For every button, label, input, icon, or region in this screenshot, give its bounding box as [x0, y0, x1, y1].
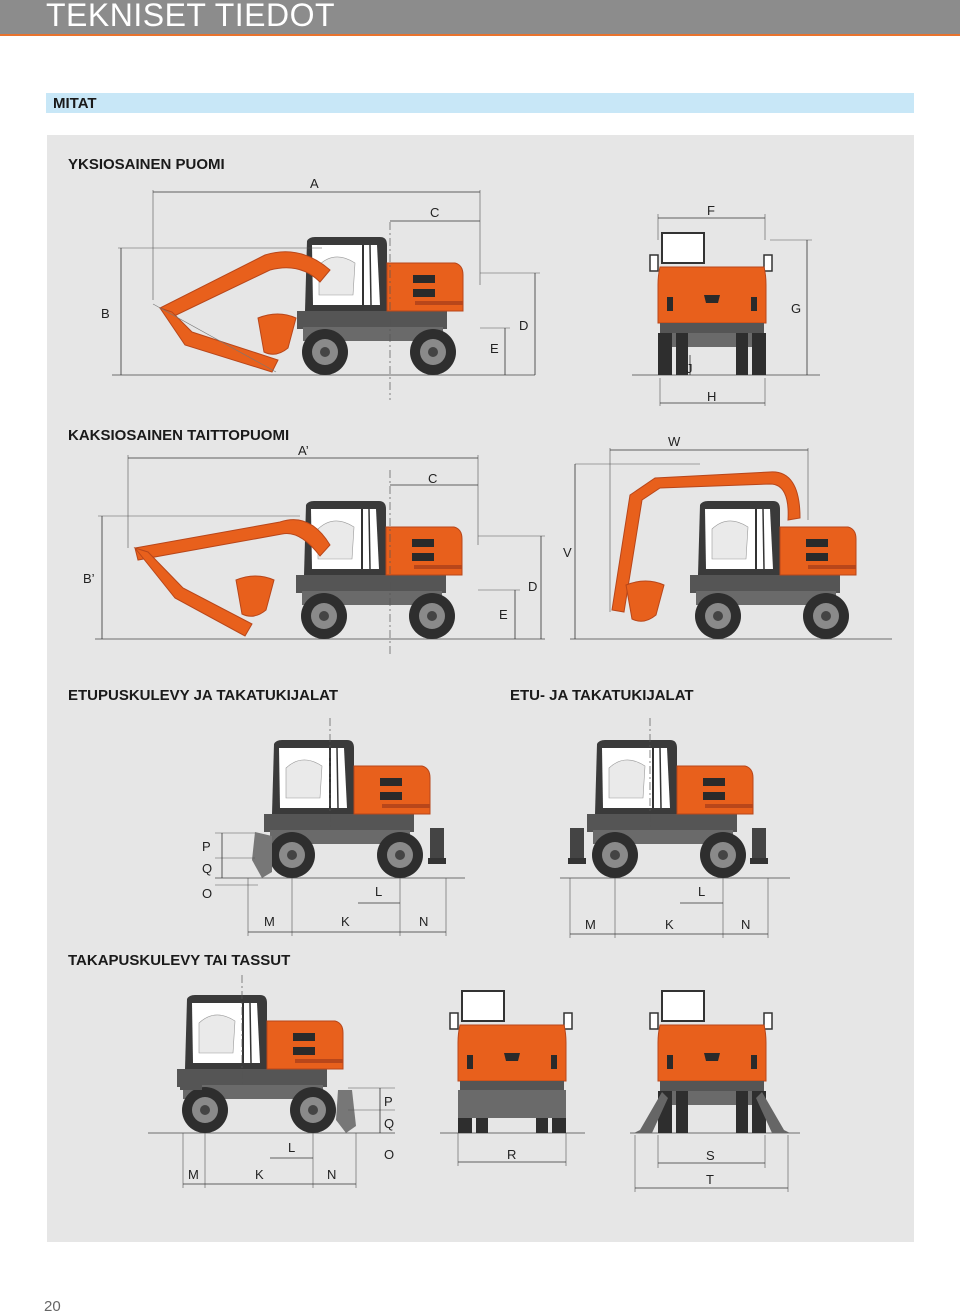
boom-raised-side-view: W V — [563, 434, 892, 640]
dim-label-A-prime: A’ — [298, 443, 309, 458]
dim-label-M: M — [264, 914, 275, 929]
dim-label-J: J — [686, 361, 693, 376]
dim-label-N3: N — [327, 1167, 336, 1182]
dim-label-N2: N — [741, 917, 750, 932]
dim-label-E2: E — [499, 607, 508, 622]
dim-label-A: A — [310, 176, 319, 191]
dim-label-D: D — [519, 318, 528, 333]
dim-label-K: K — [341, 914, 350, 929]
dim-label-E: E — [490, 341, 499, 356]
dim-label-N: N — [419, 914, 428, 929]
heading-mono-boom: YKSIOSAINEN PUOMI — [68, 156, 225, 173]
dim-label-W: W — [668, 434, 681, 449]
dim-label-L: L — [375, 884, 382, 899]
section-title: MITAT — [53, 95, 97, 112]
rear-blade-side-view: P Q O L M K N — [148, 975, 395, 1188]
dim-label-B: B — [101, 306, 110, 321]
front-blade-rear-outriggers-view: P Q O L M K N — [202, 718, 465, 936]
page-header: TEKNISET TIEDOT — [0, 0, 960, 36]
dim-label-M3: M — [188, 1167, 199, 1182]
dim-label-F: F — [707, 203, 715, 218]
dim-label-K2: K — [665, 917, 674, 932]
heading-two-piece-boom: KAKSIOSAINEN TAITTOPUOMI — [68, 427, 290, 444]
dim-label-D2: D — [528, 579, 537, 594]
rear-view-width: F G J H — [632, 203, 820, 406]
heading-front-rear-outriggers: ETU- JA TAKATUKIJALAT — [510, 687, 694, 704]
dim-label-Q: Q — [202, 861, 212, 876]
dim-label-V: V — [563, 545, 572, 560]
dim-label-P2: P — [384, 1094, 393, 1109]
dim-label-T: T — [706, 1172, 714, 1187]
two-piece-boom-side-view: A’ C B’ D E — [83, 443, 545, 655]
section-bar: MITAT — [46, 93, 914, 113]
dim-label-R: R — [507, 1147, 516, 1162]
dim-label-B-prime: B’ — [83, 571, 95, 586]
dim-label-G: G — [791, 301, 801, 316]
dim-label-L2: L — [698, 884, 705, 899]
dim-label-M2: M — [585, 917, 596, 932]
dim-label-C: C — [430, 205, 439, 220]
page-title: TEKNISET TIEDOT — [46, 0, 336, 33]
dim-label-H: H — [707, 389, 716, 404]
dim-label-K3: K — [255, 1167, 264, 1182]
front-rear-outriggers-view: L M K N — [560, 718, 790, 938]
rear-view-blade: R — [440, 990, 585, 1166]
mono-boom-side-view: A C B D E — [101, 176, 540, 400]
page-number: 20 — [44, 1298, 61, 1315]
heading-rear-blade-or-outriggers: TAKAPUSKULEVY TAI TASSUT — [68, 952, 291, 969]
dim-label-S: S — [706, 1148, 715, 1163]
heading-front-blade-rear-outriggers: ETUPUSKULEVY JA TAKATUKIJALAT — [68, 687, 339, 704]
dim-label-C2: C — [428, 471, 437, 486]
rear-view-outriggers: S T — [630, 990, 800, 1192]
dim-label-Q2: Q — [384, 1116, 394, 1131]
dim-label-O2: O — [384, 1147, 394, 1162]
dim-label-L3: L — [288, 1140, 295, 1155]
dim-label-O: O — [202, 886, 212, 901]
dim-label-P: P — [202, 839, 211, 854]
